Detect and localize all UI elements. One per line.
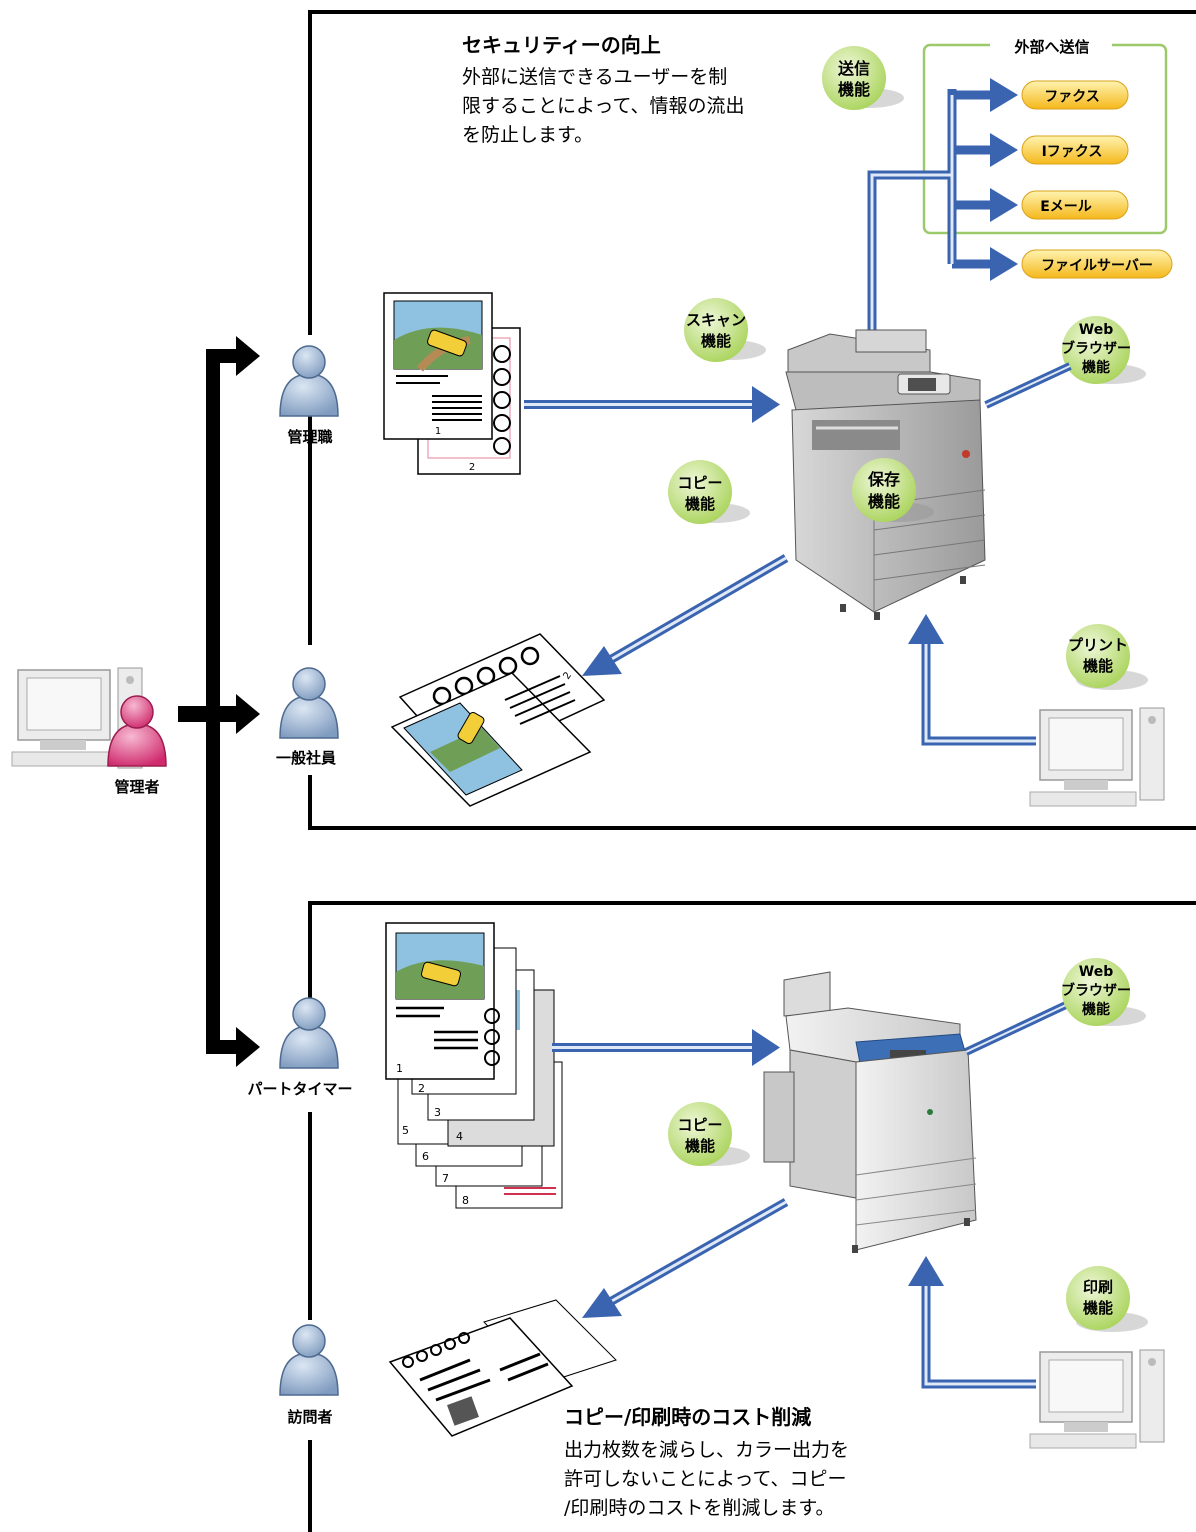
badge-web-top: Web ブラウザー 機能 <box>1061 316 1146 384</box>
destination-email: Eメール <box>1021 190 1129 220</box>
scan-arrow <box>524 386 780 423</box>
bottom-print-computer <box>1029 1349 1165 1449</box>
svg-text:機能: 機能 <box>685 1137 715 1155</box>
print-arrow-top <box>908 614 1036 746</box>
top-description: セキュリティーの向上 外部に送信できるユーザーを制 限することによって、情報の流… <box>462 33 745 146</box>
visitor-label: 訪問者 <box>287 1408 332 1426</box>
parttime-label: パートタイマー <box>247 1080 352 1098</box>
send-destinations-group: 外部へ送信 <box>922 34 1168 235</box>
svg-text:7: 7 <box>442 1172 449 1185</box>
print-arrow-bottom <box>908 1256 1036 1389</box>
top-scan-documents: 2 1 <box>383 292 521 475</box>
send-arrows <box>867 89 992 330</box>
top-zone-frame <box>308 10 1196 830</box>
bottom-body-line-3: /印刷時のコストを削減します。 <box>564 1497 835 1519</box>
svg-text:Web: Web <box>1079 964 1113 980</box>
send-arrows-highlight <box>870 95 954 330</box>
bottom-heading: コピー/印刷時のコスト削減 <box>564 1405 811 1429</box>
top-heading: セキュリティーの向上 <box>462 33 661 57</box>
svg-text:4: 4 <box>456 1130 463 1143</box>
top-body-line-1: 外部に送信できるユーザーを制 <box>462 66 727 88</box>
svg-text:送信: 送信 <box>837 59 870 78</box>
badge-scan: スキャン 機能 <box>684 298 766 362</box>
badge-copy-top: コピー 機能 <box>668 460 750 524</box>
destination-email-label: Eメール <box>1040 199 1092 215</box>
parttime-person-icon <box>279 997 339 1069</box>
svg-text:3: 3 <box>434 1106 441 1119</box>
send-group-title: 外部へ送信 <box>1013 38 1089 56</box>
employee-person-icon <box>279 667 339 739</box>
destination-fax-label: ファクス <box>1044 89 1100 105</box>
bottom-output-documents <box>388 1299 617 1437</box>
bottom-multifunction-printer <box>763 971 977 1253</box>
svg-text:機能: 機能 <box>868 492 900 511</box>
svg-text:コピー: コピー <box>677 1116 722 1134</box>
svg-text:2: 2 <box>418 1082 425 1095</box>
top-body-line-3: を防止します。 <box>462 124 593 146</box>
bottom-body-line-1: 出力枚数を減らし、カラー出力を <box>564 1439 849 1461</box>
manager-person-icon <box>279 345 339 417</box>
copy-output-arrow-bottom <box>582 1198 789 1318</box>
destination-fileserver-label: ファイルサーバー <box>1041 258 1153 274</box>
svg-text:コピー: コピー <box>677 474 722 492</box>
svg-text:1: 1 <box>396 1062 403 1075</box>
bottom-body-line-2: 許可しないことによって、コピー <box>564 1468 847 1490</box>
svg-text:保存: 保存 <box>867 470 900 489</box>
destination-ifax-label: Iファクス <box>1042 144 1103 160</box>
destination-fileserver: ファイルサーバー <box>1021 249 1173 279</box>
svg-text:Web: Web <box>1079 322 1113 338</box>
svg-text:2: 2 <box>561 670 574 682</box>
admin-label: 管理者 <box>114 778 159 796</box>
svg-text:機能: 機能 <box>1082 1001 1110 1018</box>
admin-person-icon <box>107 695 167 767</box>
bottom-description: コピー/印刷時のコスト削減 出力枚数を減らし、カラー出力を 許可しないことによっ… <box>564 1405 849 1519</box>
visitor-person-icon <box>279 1324 339 1396</box>
badge-send: 送信 機能 <box>822 46 904 110</box>
badge-print-top: プリント 機能 <box>1066 624 1148 690</box>
destination-ifax: Iファクス <box>1021 135 1129 165</box>
svg-text:6: 6 <box>422 1150 429 1163</box>
send-arrowheads <box>990 78 1018 281</box>
admin-distribution-arrows <box>178 336 260 1067</box>
svg-text:プリント: プリント <box>1068 636 1128 654</box>
svg-text:機能: 機能 <box>838 80 870 99</box>
web-line-top <box>984 362 1072 409</box>
svg-text:機能: 機能 <box>1083 1299 1113 1317</box>
copy-output-arrow-top <box>582 554 789 676</box>
badge-print-bottom: 印刷 機能 <box>1066 1266 1148 1332</box>
badge-web-bottom: Web ブラウザー 機能 <box>1061 958 1146 1026</box>
svg-text:5: 5 <box>402 1124 409 1137</box>
copy-input-arrow-bottom <box>552 1029 780 1066</box>
bottom-scan-documents: 8 7 6 5 4 3 2 1 <box>385 922 563 1209</box>
badge-store: 保存 機能 <box>852 458 934 522</box>
svg-text:2: 2 <box>469 462 475 473</box>
manager-label: 管理職 <box>287 428 332 446</box>
top-print-computer <box>1029 707 1165 807</box>
svg-text:機能: 機能 <box>1082 359 1110 376</box>
svg-text:機能: 機能 <box>1083 657 1113 675</box>
svg-text:ブラウザー: ブラウザー <box>1061 340 1131 357</box>
bottom-zone-frame <box>308 901 1196 1532</box>
web-line-bottom <box>964 1000 1070 1056</box>
svg-text:印刷: 印刷 <box>1083 1278 1113 1296</box>
employee-label: 一般社員 <box>276 749 336 767</box>
top-body-line-2: 限することによって、情報の流出 <box>462 95 745 117</box>
destination-fax: ファクス <box>1021 80 1129 110</box>
badge-copy-bottom: コピー 機能 <box>668 1102 750 1166</box>
svg-text:機能: 機能 <box>685 495 715 513</box>
svg-text:ブラウザー: ブラウザー <box>1061 982 1131 999</box>
svg-text:8: 8 <box>462 1194 469 1207</box>
top-output-documents: 2 <box>390 633 606 807</box>
svg-text:機能: 機能 <box>701 332 731 350</box>
svg-text:スキャン: スキャン <box>686 311 746 329</box>
svg-text:1: 1 <box>435 426 441 437</box>
